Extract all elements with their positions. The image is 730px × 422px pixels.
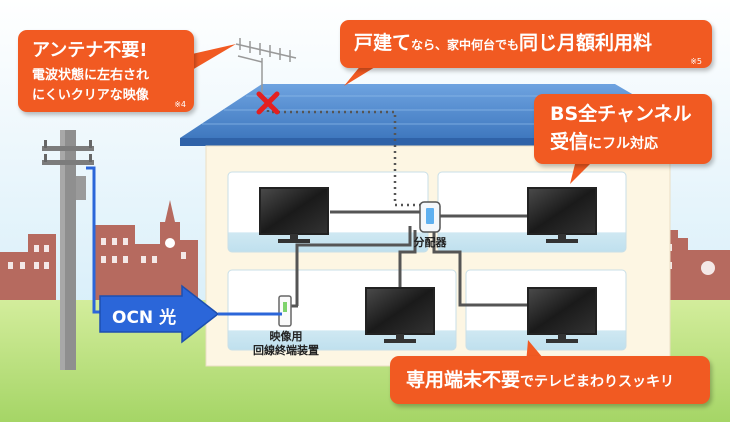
callout-device-big: 専用端末不要 [406,369,521,391]
ocn-arrow [99,284,220,344]
callout-no-antenna-note: ※4 [174,100,186,109]
callout-no-antenna: アンテナ不要! 電波状態に左右され にくいクリアな映像 ※4 [18,30,194,112]
onu-label-line-1: 映像用 [269,330,303,343]
utility-pole [42,130,94,370]
x-mark-icon [256,91,280,115]
callout-price-big-2: 同じ月額利用料 [519,32,653,54]
splitter-label: 分配器 [413,236,447,249]
coax-cables [284,210,530,308]
callout-no-antenna-text-2: にくいクリアな映像 [32,88,149,103]
tv-icon-4 [527,287,597,343]
onu-device-icon [278,295,292,327]
ocn-label: OCN 光 [112,308,177,328]
tv-icon-2 [527,187,597,243]
callout-flat-price: 戸建てなら、家中何台でも同じ月額利用料 ※5 [340,20,712,68]
callout-bs-line-2-big: 受信 [550,131,589,153]
callout-bs-line-1: BS全チャンネル [550,103,692,125]
callout-no-device: 専用端末不要でテレビまわりスッキリ [390,356,710,404]
callout-device-small: でテレビまわりスッキリ [520,374,675,390]
callout-bs-line-2-small: にフル対応 [588,136,659,152]
splitter-icon [419,201,441,233]
antenna-icon [235,38,297,100]
tv-icon-3 [365,287,435,343]
callout-no-antenna-text-1: 電波状態に左右され [32,68,150,83]
callout-price-small: なら、家中何台でも [411,38,520,52]
callout-no-antenna-title: アンテナ不要! [32,40,148,61]
onu-label-line-2: 回線終端装置 [253,344,319,357]
callout-price-note: ※5 [690,57,702,66]
tv-icon-1 [259,187,329,243]
callout-bs-channels: BS全チャンネル 受信にフル対応 [534,94,712,164]
callout-price-big-1: 戸建て [354,32,412,54]
